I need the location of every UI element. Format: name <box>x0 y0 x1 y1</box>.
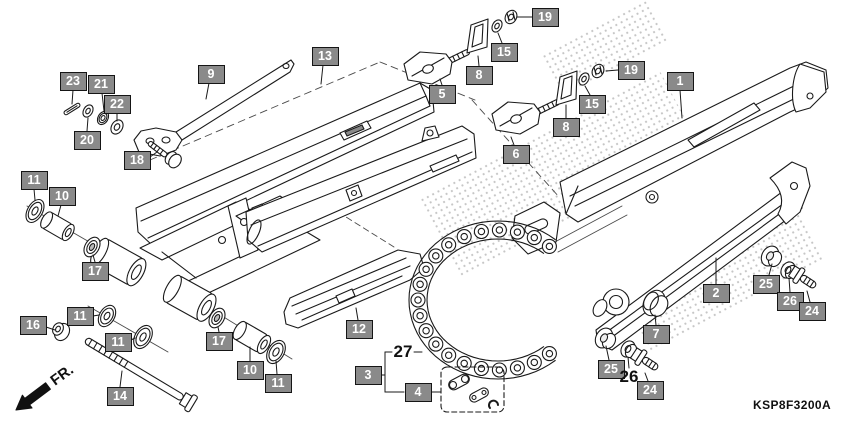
callout-5[interactable]: 5 <box>428 84 456 104</box>
callout-24[interactable]: 24 <box>636 380 664 400</box>
callout-9[interactable]: 9 <box>197 64 225 84</box>
callout-16[interactable]: 16 <box>19 315 47 335</box>
washer-21 <box>96 110 110 126</box>
bolt-18 <box>147 141 182 169</box>
nut-19a <box>504 9 518 25</box>
diagram-code: KSP8F3200A <box>753 398 832 412</box>
cap-7 <box>642 289 669 317</box>
fr-label: FR. <box>47 361 77 389</box>
callout-19[interactable]: 19 <box>531 7 559 27</box>
callout-7[interactable]: 7 <box>642 324 670 344</box>
callout-13[interactable]: 13 <box>311 46 339 66</box>
fr-arrow: FR. <box>15 361 77 411</box>
callout-25[interactable]: 25 <box>752 274 780 294</box>
swingarm-near-arm <box>245 125 477 253</box>
chain-guard-upper <box>559 61 829 223</box>
washer-15b <box>578 72 590 86</box>
callout-21[interactable]: 21 <box>87 74 115 94</box>
callout-8[interactable]: 8 <box>552 117 580 137</box>
torque-rod <box>133 59 295 157</box>
callout-19[interactable]: 19 <box>617 60 645 80</box>
callout-6[interactable]: 6 <box>502 144 530 164</box>
callout-24[interactable]: 24 <box>798 301 826 321</box>
callout-10[interactable]: 10 <box>48 186 76 206</box>
callout-18[interactable]: 18 <box>123 150 151 170</box>
grommet-25b <box>594 327 617 350</box>
dust-seal-11c <box>133 324 153 350</box>
washer-20 <box>82 104 94 118</box>
callout-1[interactable]: 1 <box>666 71 694 91</box>
chain-adjuster-left <box>403 49 471 85</box>
callout-22[interactable]: 22 <box>103 94 131 114</box>
callout-10[interactable]: 10 <box>236 360 264 380</box>
chain-slider <box>283 249 425 329</box>
nut-16 <box>52 322 71 342</box>
callout-26[interactable]: 26 <box>776 291 804 311</box>
dust-seal-11d <box>266 339 286 365</box>
callout-17[interactable]: 17 <box>205 331 233 351</box>
callout-23[interactable]: 23 <box>59 71 87 91</box>
washer-15a <box>491 19 503 33</box>
callout-26[interactable]: 26 <box>619 367 639 386</box>
bearing-17a <box>83 236 101 258</box>
callout-4[interactable]: 4 <box>404 382 432 402</box>
callout-17[interactable]: 17 <box>81 261 109 281</box>
chain-adjuster-right <box>491 99 561 135</box>
swingarm-far-arm <box>135 82 435 246</box>
callout-11[interactable]: 11 <box>264 373 292 393</box>
callout-3[interactable]: 3 <box>354 365 382 385</box>
master-link-kit <box>440 366 505 413</box>
bolt-24a <box>787 265 817 289</box>
callout-8[interactable]: 8 <box>465 65 493 85</box>
callout-11[interactable]: 11 <box>104 332 132 352</box>
callout-2[interactable]: 2 <box>702 283 730 303</box>
collar-10a <box>40 211 75 242</box>
callout-11[interactable]: 11 <box>20 170 48 190</box>
callout-11[interactable]: 11 <box>66 306 94 326</box>
collar-10b <box>232 320 272 355</box>
adjuster-plate-8a <box>466 18 489 54</box>
callout-15[interactable]: 15 <box>578 94 606 114</box>
bolt-24b <box>629 347 659 371</box>
adjuster-plate-8b <box>555 70 578 106</box>
swingarm-pivot-tube-right <box>162 274 217 322</box>
callout-20[interactable]: 20 <box>73 130 101 150</box>
dust-seal-11a <box>25 198 45 224</box>
grommet-25a <box>760 245 783 268</box>
dust-seal-11b <box>97 304 117 328</box>
callout-25[interactable]: 25 <box>597 359 625 379</box>
washer-22 <box>110 119 124 135</box>
cotter-pin-23 <box>63 102 81 116</box>
callout-12[interactable]: 12 <box>345 319 373 339</box>
drive-chain <box>408 220 557 380</box>
leader-lines <box>33 16 811 393</box>
bearing-17b <box>208 307 226 329</box>
nut-19b <box>591 63 605 79</box>
callout-14[interactable]: 14 <box>106 386 134 406</box>
callout-27[interactable]: 27 <box>393 342 413 361</box>
callout-15[interactable]: 15 <box>490 42 518 62</box>
